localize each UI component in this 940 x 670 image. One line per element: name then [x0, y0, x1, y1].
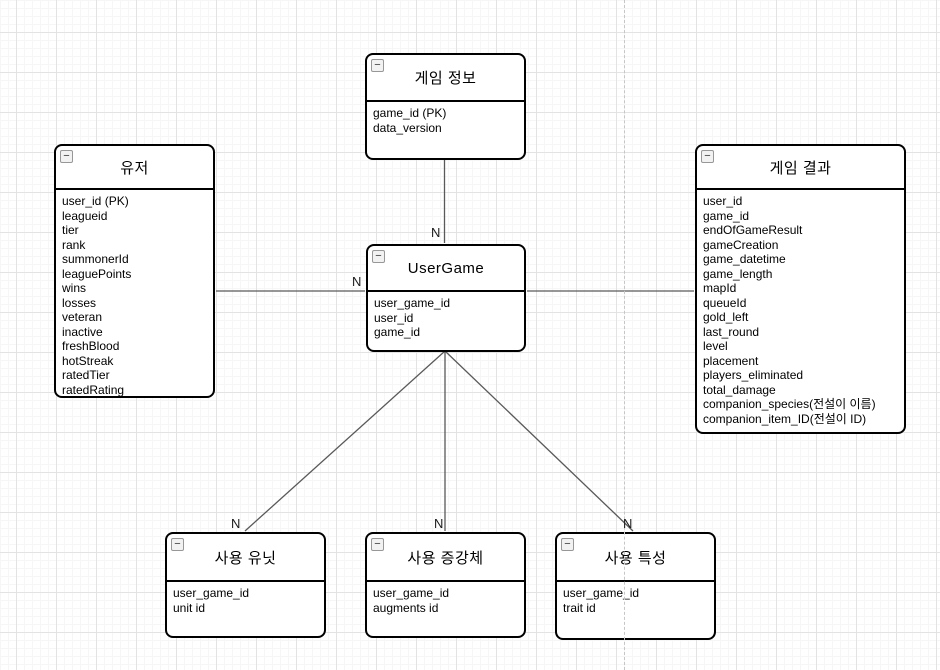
- cardinality-label[interactable]: N: [623, 516, 633, 531]
- field-row[interactable]: leaguePoints: [62, 266, 132, 281]
- entity-header: − 사용 유닛: [167, 534, 324, 582]
- connector-usergame-usedunit[interactable]: [244, 350, 446, 532]
- field-row[interactable]: companion_species(전설이 이름): [703, 397, 876, 411]
- entity-title: 게임 결과: [769, 159, 832, 177]
- field-row[interactable]: user_game_id: [374, 296, 451, 310]
- entity-title: 게임 정보: [414, 70, 477, 87]
- entity-header: − 사용 특성: [557, 534, 714, 582]
- field-row[interactable]: mapId: [703, 281, 737, 295]
- page-break-line: [624, 0, 625, 670]
- field-row[interactable]: game_id (PK): [373, 106, 447, 120]
- field-row[interactable]: hotStreak: [62, 353, 114, 368]
- field-row[interactable]: losses: [62, 295, 97, 310]
- field-row[interactable]: summonerId: [62, 252, 129, 266]
- cardinality-label[interactable]: N: [434, 516, 444, 531]
- field-row[interactable]: user_id (PK): [62, 194, 129, 208]
- collapse-icon[interactable]: −: [701, 150, 714, 163]
- field-row[interactable]: endOfGameResult: [703, 223, 803, 237]
- collapse-icon[interactable]: −: [371, 59, 384, 72]
- field-row[interactable]: inactive: [62, 324, 103, 339]
- field-row[interactable]: veteran: [62, 310, 103, 324]
- field-row[interactable]: game_datetime: [703, 252, 786, 266]
- collapse-icon[interactable]: −: [561, 538, 574, 551]
- entity-header: − 게임 결과: [697, 146, 904, 190]
- field-row[interactable]: placement: [703, 353, 759, 368]
- entity-title: 사용 유닛: [214, 549, 277, 567]
- field-row[interactable]: user_id: [703, 194, 743, 208]
- field-row[interactable]: level: [703, 339, 728, 353]
- collapse-icon[interactable]: −: [171, 538, 184, 551]
- collapse-icon[interactable]: −: [60, 150, 73, 163]
- entity-title: 사용 증강체: [407, 549, 484, 567]
- entity-header: − UserGame: [368, 246, 524, 292]
- field-row[interactable]: rank: [62, 237, 86, 252]
- field-row[interactable]: ratedTier: [62, 368, 110, 382]
- field-row[interactable]: players_eliminated: [703, 368, 804, 382]
- field-row[interactable]: ratedRating: [62, 382, 125, 397]
- field-row[interactable]: queueId: [703, 295, 747, 310]
- entity-game-info[interactable]: − 게임 정보 game_id (PK)data_version: [365, 53, 526, 160]
- field-row[interactable]: gold_left: [703, 310, 749, 324]
- entity-header: − 유저: [56, 146, 213, 190]
- field-row[interactable]: user_game_id: [563, 586, 640, 600]
- field-row[interactable]: augments id: [373, 600, 439, 615]
- entity-title: 유저: [120, 159, 149, 177]
- collapse-icon[interactable]: −: [372, 250, 385, 263]
- entity-header: − 사용 증강체: [367, 534, 524, 582]
- field-row[interactable]: companion_item_ID(전설이 ID): [703, 411, 867, 426]
- field-row[interactable]: freshBlood: [62, 339, 120, 353]
- field-row[interactable]: wins: [62, 281, 87, 295]
- cardinality-label[interactable]: N: [352, 274, 362, 289]
- connector-usergame-usedtrait[interactable]: [444, 350, 634, 532]
- field-row[interactable]: game_id: [703, 208, 750, 223]
- collapse-icon[interactable]: −: [371, 538, 384, 551]
- cardinality-label[interactable]: N: [231, 516, 241, 531]
- field-row[interactable]: user_id: [374, 310, 414, 325]
- field-row[interactable]: unit id: [173, 600, 206, 615]
- field-row[interactable]: leagueid: [62, 208, 108, 223]
- field-row[interactable]: game_length: [703, 266, 773, 281]
- entity-title: UserGame: [407, 259, 485, 277]
- field-row[interactable]: gameCreation: [703, 237, 779, 252]
- entity-header: − 게임 정보: [367, 55, 524, 102]
- cardinality-label[interactable]: N: [431, 225, 441, 240]
- field-row[interactable]: game_id: [374, 325, 421, 339]
- field-row[interactable]: user_game_id: [173, 586, 250, 600]
- field-row[interactable]: total_damage: [703, 382, 776, 397]
- field-row[interactable]: data_version: [373, 120, 442, 135]
- field-row[interactable]: last_round: [703, 324, 760, 339]
- entity-title: 사용 특성: [604, 549, 667, 567]
- field-row[interactable]: user_game_id: [373, 586, 450, 600]
- field-row[interactable]: trait id: [563, 600, 596, 615]
- field-row[interactable]: tier: [62, 223, 79, 237]
